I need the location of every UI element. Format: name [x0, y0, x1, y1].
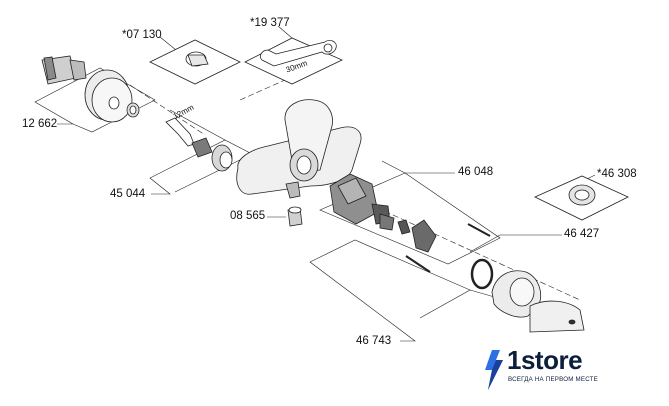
label-19377: *19 377 [250, 17, 290, 29]
logo-tagline: ВСЕГДА НА ПЕРВОМ МЕСТЕ [508, 376, 598, 383]
label-46048: 46 048 [458, 166, 494, 178]
label-45044: 45 044 [110, 188, 146, 200]
allen-key [165, 117, 195, 147]
logo-bolt-icon [485, 350, 503, 390]
part-46743-handle [491, 270, 585, 333]
part-08565-nut [287, 206, 303, 227]
part-45044-connectors [191, 137, 233, 172]
part-07130-box [149, 39, 241, 85]
part-46308-box [534, 175, 629, 221]
label-07130: *07 130 [122, 29, 162, 41]
part-46427-oring [470, 258, 494, 290]
label-46427: 46 427 [564, 228, 600, 240]
part-19377-wrench-box [244, 37, 343, 85]
label-46308: *46 308 [597, 168, 637, 180]
label-46743: 46 743 [356, 335, 392, 347]
label-08565: 08 565 [230, 210, 266, 222]
label-12662: 12 662 [22, 118, 58, 130]
part-46048-cartridge [329, 173, 491, 273]
part-12662-assembly [41, 55, 140, 123]
logo-wordmark: 1store [507, 345, 583, 375]
store-logo: 1store ВСЕГДА НА ПЕРВОМ МЕСТЕ [479, 347, 629, 391]
mixer-body [236, 99, 362, 199]
